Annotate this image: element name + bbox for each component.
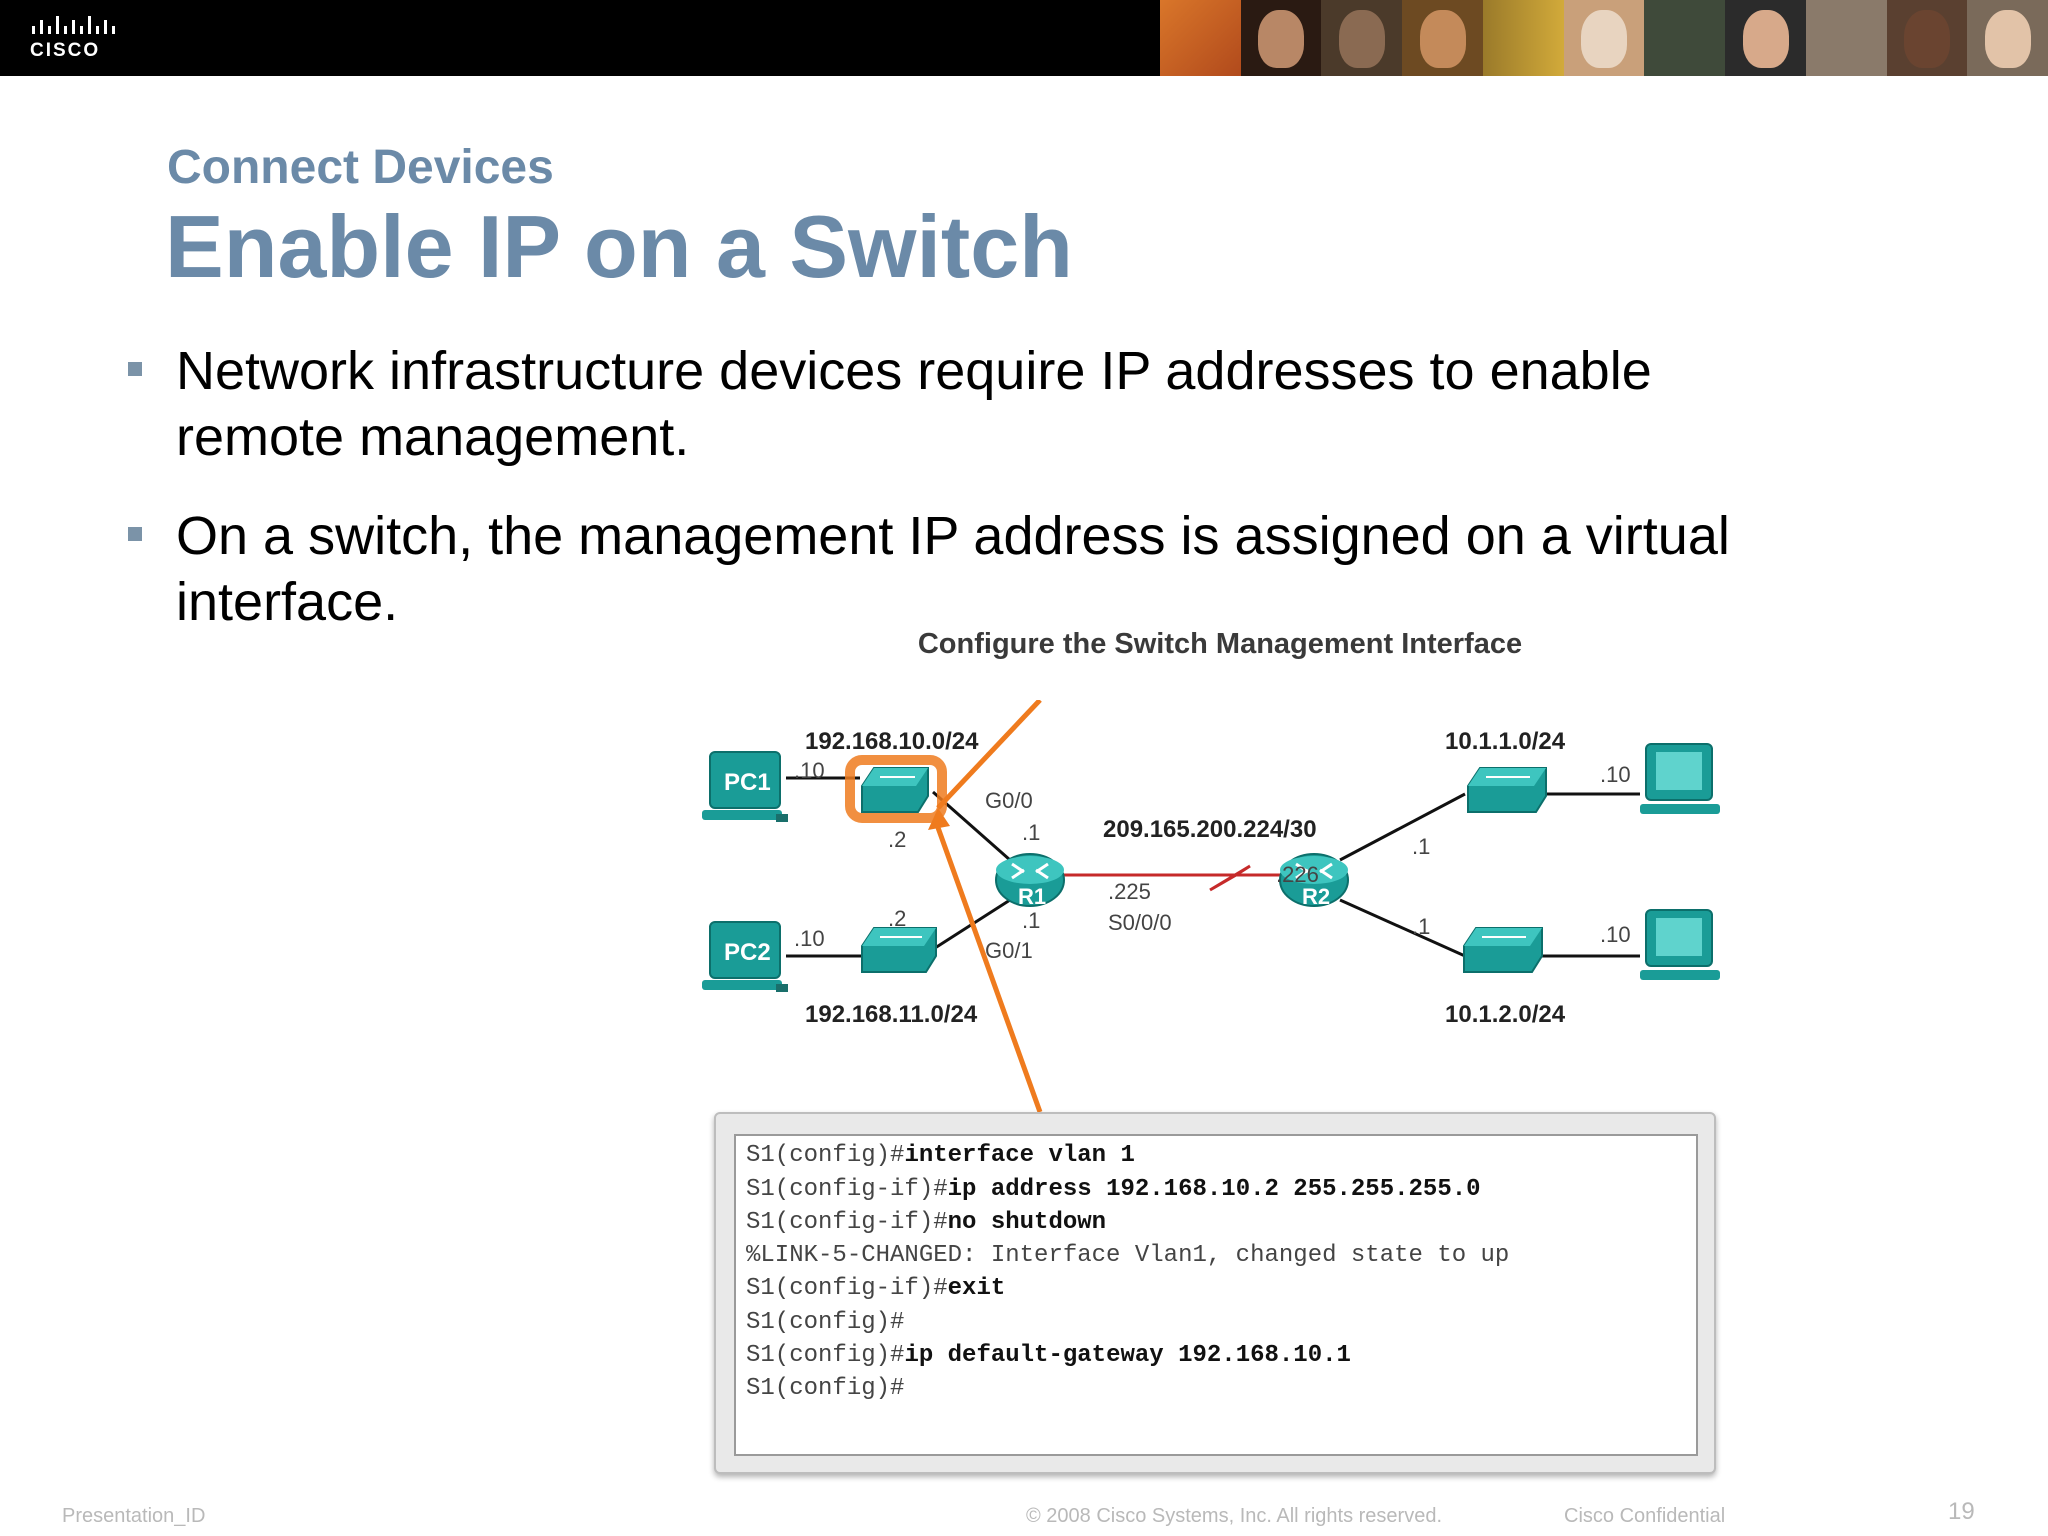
pc3-computer-icon: [1640, 743, 1720, 814]
footer-confidential: Cisco Confidential: [1564, 1505, 1726, 1527]
bullet-text: On a switch, the management IP address i…: [176, 506, 1730, 632]
interface-label: G0/1: [985, 938, 1033, 963]
network-topology-diagram: PC1 PC2 R1 R2: [702, 700, 1720, 1028]
cli-line: S1(config-if)#exit: [746, 1275, 1006, 1302]
s4-switch-icon: [1463, 927, 1543, 973]
cli-output-panel: S1(config)#interface vlan 1 S1(config-if…: [714, 1112, 1716, 1474]
cli-line: S1(config-if)#ip address 192.168.10.2 25…: [746, 1176, 1481, 1203]
pc1-label: PC1: [724, 769, 771, 796]
photo-tile: [1805, 0, 1887, 76]
address-label: .10: [794, 758, 825, 783]
network-label: 192.168.10.0/24: [805, 728, 979, 755]
s3-switch-icon: [1467, 767, 1547, 813]
r2-router-icon: [1279, 853, 1349, 907]
bullet-square-icon: [128, 362, 142, 376]
interface-label: G0/0: [985, 788, 1033, 813]
link-r2-s3: [1339, 792, 1466, 862]
link-r2-s4: [1339, 898, 1466, 958]
header-bar: CISCO: [0, 0, 2048, 76]
cisco-bars-icon: [32, 16, 115, 34]
photo-tile: [1644, 0, 1726, 76]
address-label: .225: [1108, 879, 1151, 904]
address-label: .1: [1022, 820, 1040, 845]
address-label: .10: [794, 926, 825, 951]
pc4-computer-icon: [1640, 909, 1720, 980]
interface-label: S0/0/0: [1108, 910, 1172, 935]
cli-line: %LINK-5-CHANGED: Interface Vlan1, change…: [746, 1242, 1510, 1269]
photo-tile: [1240, 0, 1322, 76]
bullet-square-icon: [128, 527, 142, 541]
slide-subtitle: Connect Devices: [167, 141, 554, 194]
network-label: 209.165.200.224/30: [1103, 816, 1317, 843]
cli-console: S1(config)#interface vlan 1 S1(config-if…: [734, 1134, 1698, 1456]
serial-link-r1-r2: [1058, 864, 1288, 892]
header-photo-strip: [1160, 0, 2048, 76]
cli-line: S1(config)#: [746, 1309, 905, 1336]
bullet-text: Network infrastructure devices require I…: [176, 341, 1652, 467]
bullet-item: Network infrastructure devices require I…: [128, 338, 1768, 478]
photo-tile: [1886, 0, 1968, 76]
photo-tile: [1563, 0, 1645, 76]
pc2-computer-icon: [702, 921, 788, 992]
r2-label: R2: [1302, 884, 1330, 909]
cli-line: S1(config)#ip default-gateway 192.168.10…: [746, 1342, 1351, 1369]
figure-caption: Configure the Switch Management Interfac…: [917, 628, 1523, 660]
address-label: .10: [1600, 762, 1631, 787]
slide-title: Enable IP on a Switch: [165, 197, 1073, 296]
photo-tile: [1725, 0, 1806, 76]
footer-presentation-id: Presentation_ID: [62, 1505, 206, 1527]
s1-switch-icon: [845, 755, 947, 823]
r1-label: R1: [1018, 884, 1046, 909]
address-label: .1: [1412, 914, 1430, 939]
page-number: 19: [1948, 1498, 1975, 1525]
network-label: 192.168.11.0/24: [805, 1001, 978, 1028]
pc2-label: PC2: [724, 939, 771, 966]
bullet-item: On a switch, the management IP address i…: [128, 503, 1768, 643]
address-label: .1: [1022, 908, 1040, 933]
address-label: .2: [888, 906, 906, 931]
highlight-arrow: [936, 700, 1042, 810]
photo-tile: [1321, 0, 1403, 76]
photo-tile: [1482, 0, 1564, 76]
photo-tile: [1160, 0, 1241, 76]
cli-line: S1(config)#: [746, 1375, 905, 1402]
address-label: .1: [1412, 834, 1430, 859]
s2-switch-icon: [861, 927, 937, 973]
pc1-computer-icon: [702, 751, 788, 822]
address-label: .10: [1600, 922, 1631, 947]
network-label: 10.1.2.0/24: [1445, 1001, 1566, 1028]
photo-tile: [1402, 0, 1483, 76]
cli-line: S1(config)#interface vlan 1: [746, 1142, 1135, 1169]
network-label: 10.1.1.0/24: [1445, 728, 1566, 755]
cli-line: S1(config-if)#no shutdown: [746, 1209, 1107, 1236]
address-label: .226: [1276, 862, 1319, 887]
address-label: .2: [888, 827, 906, 852]
photo-tile: [1967, 0, 2048, 76]
cisco-logo: CISCO: [30, 14, 120, 62]
footer-copyright: © 2008 Cisco Systems, Inc. All rights re…: [1026, 1505, 1443, 1527]
cisco-wordmark: CISCO: [30, 40, 101, 61]
